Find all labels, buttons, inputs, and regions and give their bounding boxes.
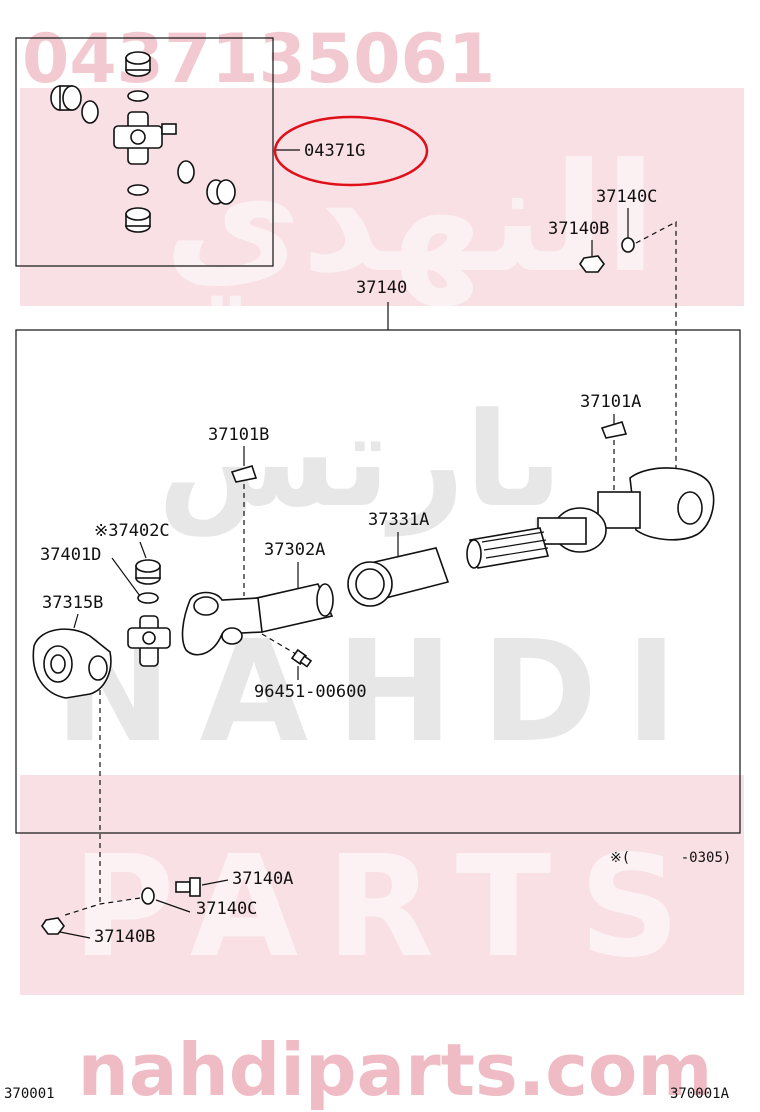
callout-37140c-top: 37140C <box>596 187 657 207</box>
snap-ring-icon <box>137 592 159 604</box>
watermark-parts: PARTS <box>72 826 708 989</box>
shim-icon <box>230 465 258 483</box>
washer-icon <box>141 887 155 905</box>
callout-37140: 37140 <box>356 278 407 298</box>
bearing-cup-icon <box>125 207 151 233</box>
watermark-site: nahdiparts.com <box>78 1028 713 1112</box>
tube-yoke-icon <box>181 583 334 656</box>
spider-cross-icon <box>127 615 171 667</box>
footer-left-code: 370001 <box>4 1086 55 1102</box>
snap-ring-icon <box>127 90 149 102</box>
bearing-cup-icon <box>206 179 236 205</box>
callout-37140b-bottom: 37140B <box>94 927 155 947</box>
callout-04371g: 04371G <box>304 141 365 161</box>
inset-box: 04371G <box>15 37 429 267</box>
snap-ring-icon <box>81 100 99 124</box>
callout-37401d: 37401D <box>40 545 101 565</box>
watermark-red-band-bottom <box>20 775 744 995</box>
callout-96451-00600: 96451-00600 <box>254 682 367 702</box>
watermark-arabic-parts: بارتس <box>157 384 562 537</box>
callout-37302a: 37302A <box>264 540 325 560</box>
callout-37315b: 37315B <box>42 593 103 613</box>
flange-yoke-left-icon <box>32 628 112 699</box>
note-text: ※( -0305) <box>610 850 731 866</box>
nut-icon <box>579 255 605 273</box>
shim-icon <box>600 421 628 439</box>
callout-37101a: 37101A <box>580 392 641 412</box>
footer-right-code: 370001A <box>670 1086 730 1102</box>
spline-shaft-icon <box>466 527 550 569</box>
watermark-arabic-brand: النهدي <box>164 132 656 307</box>
highlight-circle <box>273 115 429 187</box>
callout-37140c-bottom: 37140C <box>196 899 257 919</box>
callout-37140b-top: 37140B <box>548 219 609 239</box>
callout-37402c: ※37402C <box>94 521 170 541</box>
snap-ring-icon <box>127 184 149 196</box>
callout-37331a: 37331A <box>368 510 429 530</box>
assembly-frame <box>15 329 741 834</box>
bolt-icon <box>175 877 201 897</box>
washer-icon <box>621 237 635 253</box>
callout-37101b: 37101B <box>208 425 269 445</box>
bearing-cup-icon <box>125 51 151 77</box>
flange-yoke-right-icon <box>537 467 715 553</box>
bearing-cup-icon <box>50 85 82 111</box>
spider-cross-icon <box>113 111 177 165</box>
callout-37140a-bottom: 37140A <box>232 869 293 889</box>
sleeve-icon <box>347 547 450 607</box>
watermark: 0437135061 النهدي بارتس NAHDI PARTS nahd… <box>20 20 744 1112</box>
snap-ring-icon <box>177 160 195 184</box>
watermark-phone: 0437135061 <box>22 20 495 99</box>
nut-icon <box>41 917 65 935</box>
bearing-cup-icon <box>135 559 161 585</box>
